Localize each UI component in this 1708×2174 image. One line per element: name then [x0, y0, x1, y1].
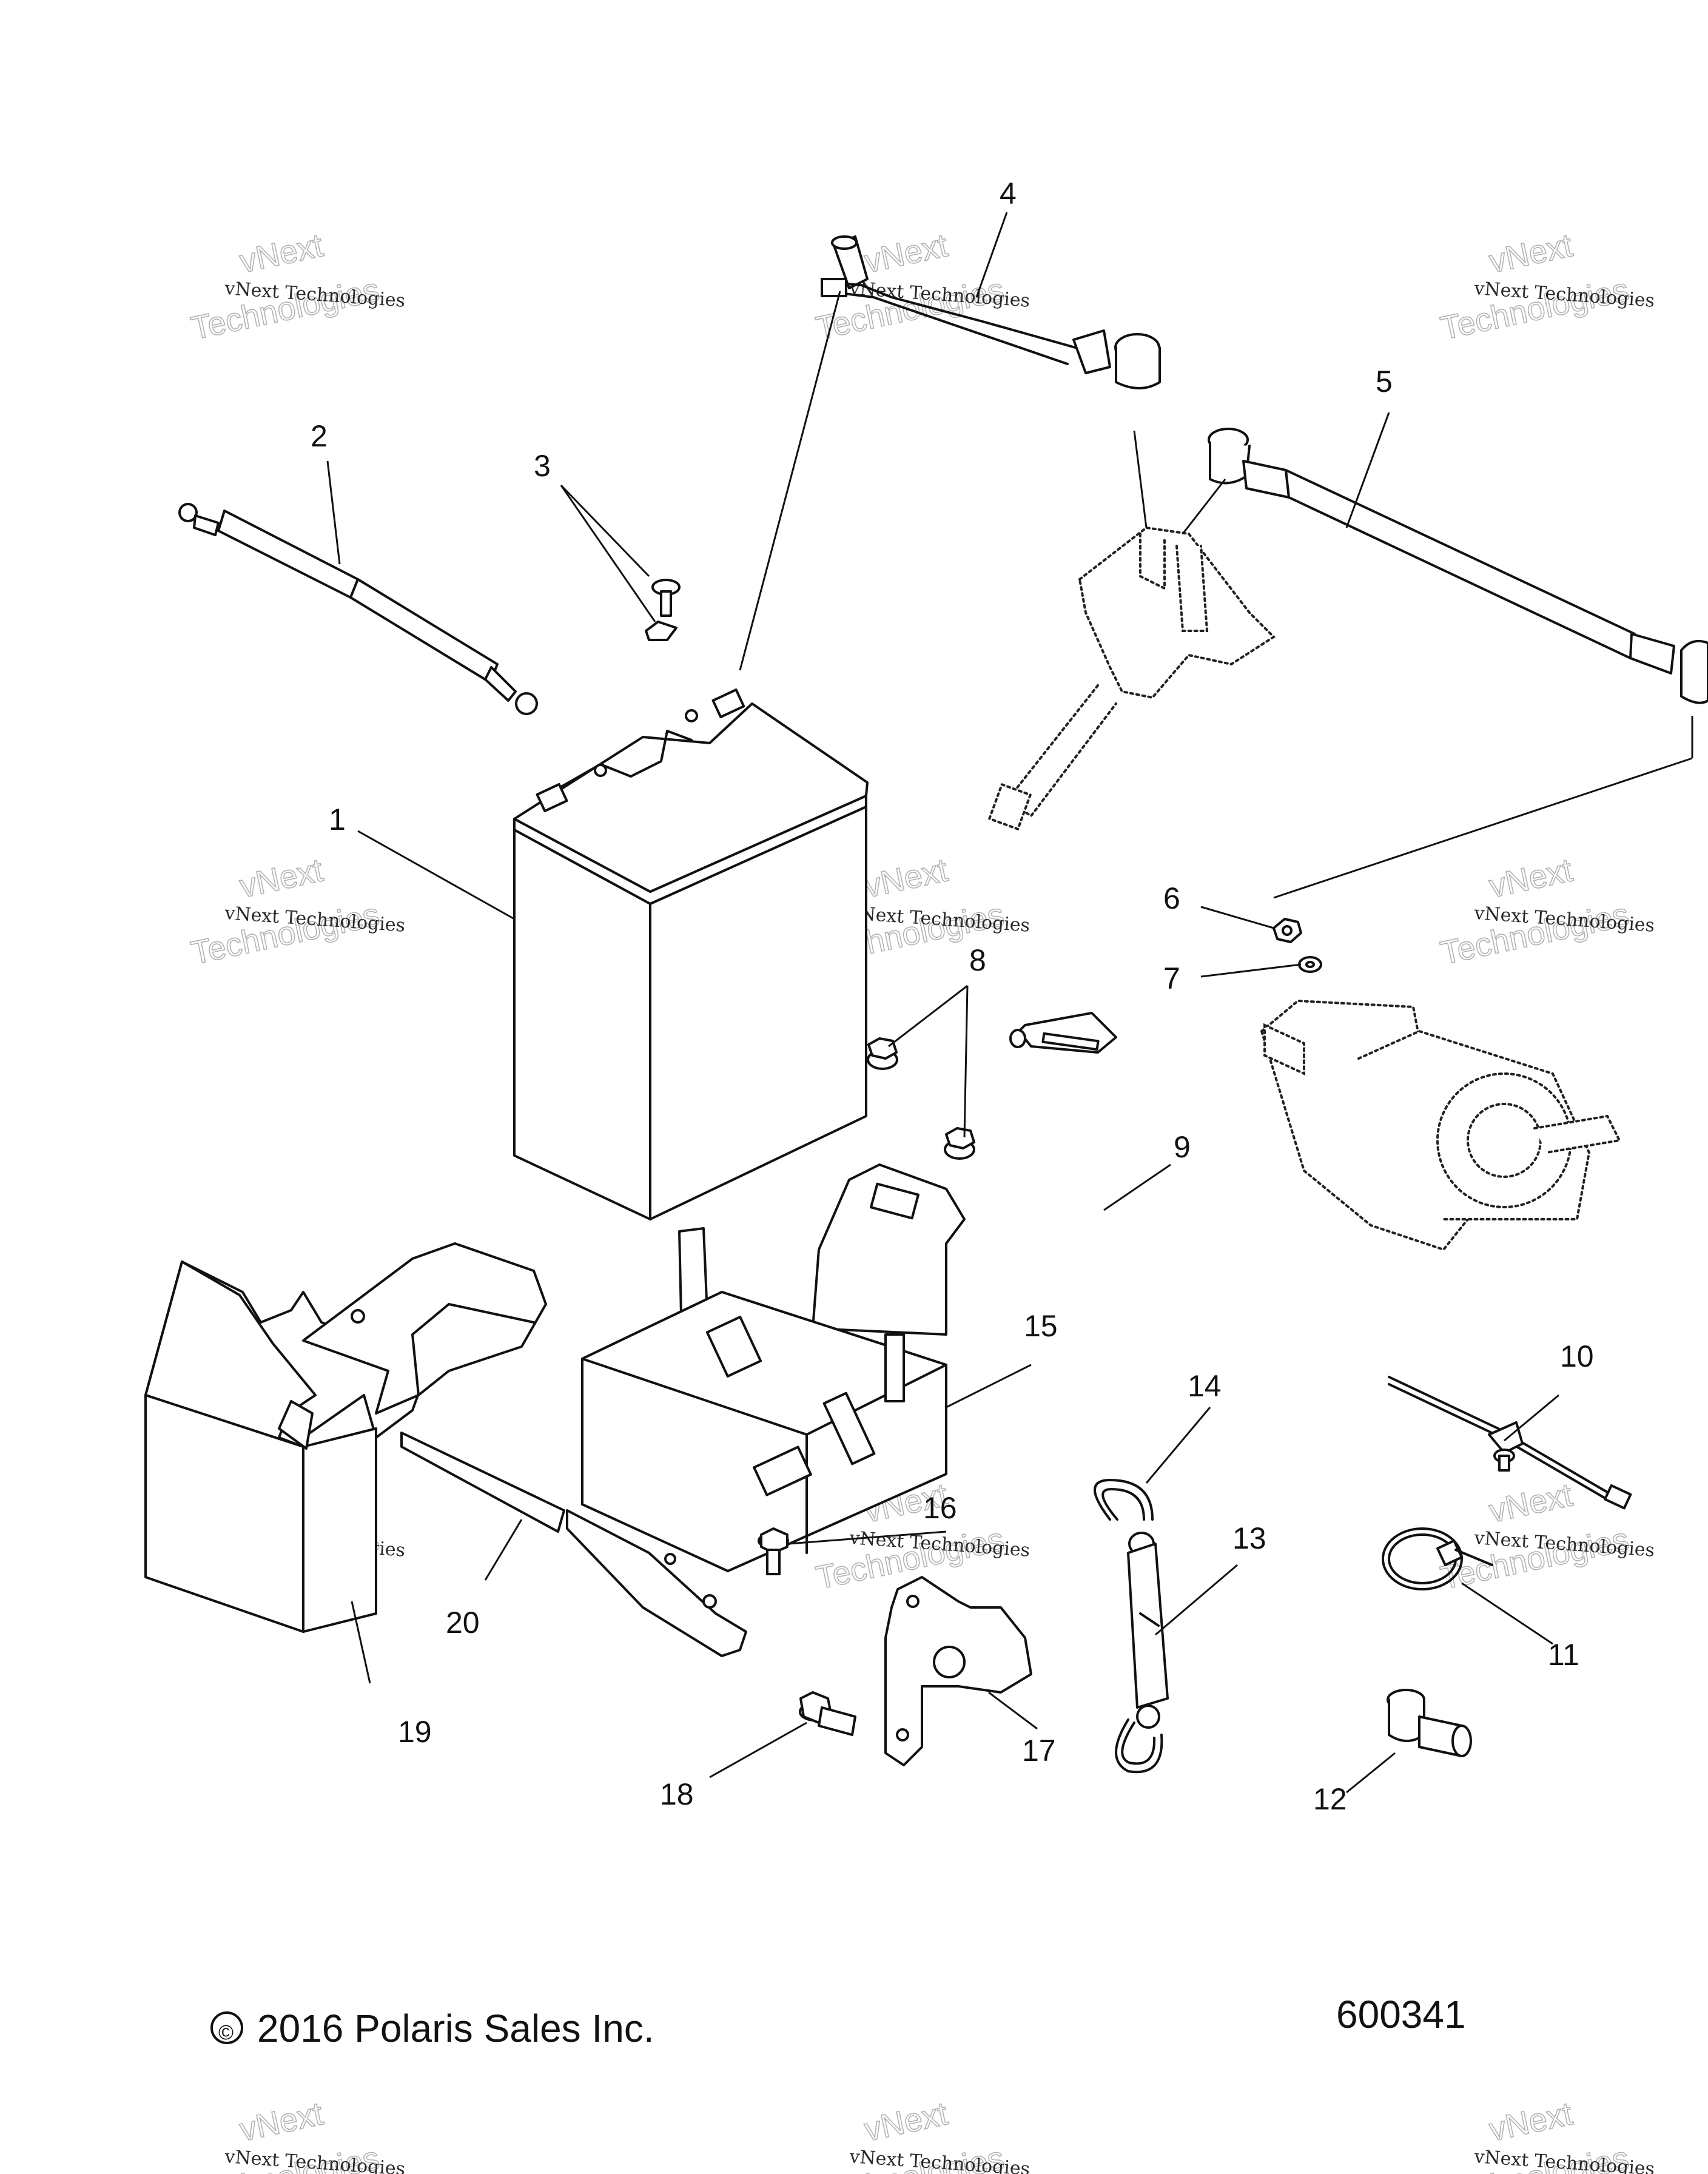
watermark: vNext Technologies vNext Technologies — [187, 852, 406, 972]
watermark: vNext Technologies vNext Technologies — [1437, 2095, 1655, 2174]
hex-nut-part — [1273, 918, 1302, 943]
callout-17: 17 — [1022, 1734, 1056, 1768]
mounting-bracket-part — [884, 1576, 1032, 1766]
callout-18: 18 — [660, 1777, 694, 1811]
watermark: vNext Technologies vNext Technologies — [187, 2095, 406, 2174]
flange-bolt-part — [799, 1691, 856, 1736]
callout-19: 19 — [398, 1715, 432, 1749]
svg-text:vNext: vNext — [1486, 1476, 1576, 1529]
watermark: vNext Technologies vNext Technologies — [812, 2095, 1031, 2174]
screw-part — [645, 579, 681, 641]
svg-text:vNext: vNext — [237, 227, 326, 280]
callout-7: 7 — [1163, 961, 1180, 995]
callout-1: 1 — [329, 803, 346, 836]
cable-tie-clip-part — [1388, 1376, 1632, 1510]
svg-text:vNext: vNext — [237, 2095, 326, 2148]
starter-motor-reference — [1260, 999, 1621, 1251]
solenoid-reference — [987, 526, 1276, 831]
callout-20: 20 — [446, 1606, 480, 1640]
copyright-text: 2016 Polaris Sales Inc. — [257, 2007, 654, 2050]
starter-cable-part — [1208, 428, 1708, 704]
wire-harness-part — [821, 235, 1161, 389]
callout-8: 8 — [969, 943, 986, 977]
callout-11: 11 — [1548, 1638, 1579, 1672]
hold-down-strap-part — [1094, 1479, 1169, 1774]
watermark: vNext Technologies vNext Technologies — [187, 227, 406, 348]
callout-3: 3 — [534, 449, 551, 483]
terminal-boot-part — [1387, 1689, 1472, 1757]
callout-12: 12 — [1313, 1782, 1347, 1816]
callout-9: 9 — [1174, 1130, 1191, 1164]
callout-13: 13 — [1232, 1521, 1266, 1555]
diagram-number: 600341 — [1336, 1993, 1466, 2036]
callout-14: 14 — [1188, 1369, 1222, 1403]
svg-text:vNext: vNext — [237, 852, 326, 904]
battery-cable-part — [178, 503, 538, 715]
battery-tray-part — [566, 1163, 966, 1657]
svg-text:vNext: vNext — [1486, 227, 1576, 280]
callout-2: 2 — [311, 419, 328, 453]
footer: © 2016 Polaris Sales Inc. 600341 — [210, 1993, 1466, 2050]
cable-tie-part — [1382, 1527, 1493, 1590]
clip-part — [1009, 1012, 1117, 1054]
svg-text:vNext: vNext — [861, 852, 951, 904]
watermark: vNext Technologies vNext Technologies — [1437, 227, 1655, 348]
svg-text:vNext: vNext — [861, 227, 951, 280]
callout-4: 4 — [1000, 177, 1017, 210]
callout-6: 6 — [1163, 881, 1180, 915]
svg-text:vNext: vNext — [1486, 852, 1576, 904]
battery-part — [513, 688, 869, 1220]
callout-16: 16 — [923, 1491, 957, 1525]
bolt-part — [758, 1527, 789, 1575]
copyright-symbol-icon — [210, 2011, 243, 2044]
leader-lines — [326, 212, 1693, 1794]
battery-cover-part — [144, 1242, 547, 1633]
svg-text:vNext: vNext — [1486, 2095, 1576, 2148]
callout-5: 5 — [1376, 365, 1393, 399]
foam-strip-part — [400, 1432, 565, 1533]
callout-10: 10 — [1560, 1339, 1594, 1373]
copyright-symbol: © — [218, 2021, 234, 2044]
svg-text:vNext: vNext — [861, 2095, 951, 2148]
lock-washer-part — [1298, 956, 1322, 973]
flange-nut-part — [867, 1037, 975, 1160]
watermark: vNext Technologies vNext Technologies — [1437, 852, 1655, 972]
callout-15: 15 — [1024, 1309, 1058, 1343]
callout-labels: 1 2 3 4 5 6 7 8 9 10 11 12 13 14 15 16 1… — [311, 177, 1594, 1816]
